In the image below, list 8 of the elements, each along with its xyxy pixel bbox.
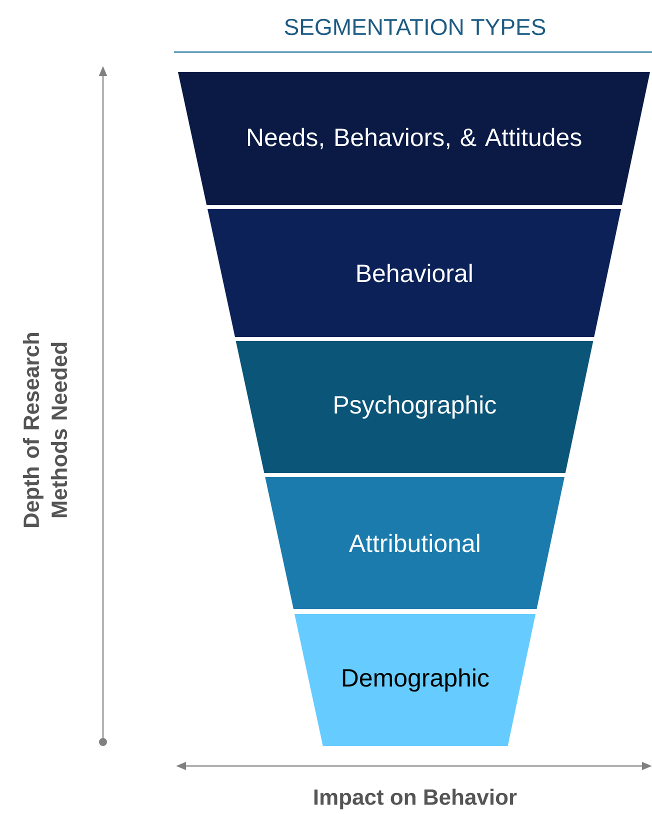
funnel-band: Psychographic	[236, 341, 594, 473]
funnel-band: Demographic	[294, 614, 536, 746]
axis-label: Impact on Behavior	[314, 788, 517, 810]
funnel-band: Attributional	[265, 477, 564, 609]
axis-label: Depth of Research Methods Needed	[22, 333, 68, 527]
title: SEGMENTATION TYPES	[284, 18, 546, 36]
funnel-band: Behavioral	[208, 209, 622, 337]
funnel-band: Needs, Behaviors, & Attitudes	[178, 72, 650, 205]
